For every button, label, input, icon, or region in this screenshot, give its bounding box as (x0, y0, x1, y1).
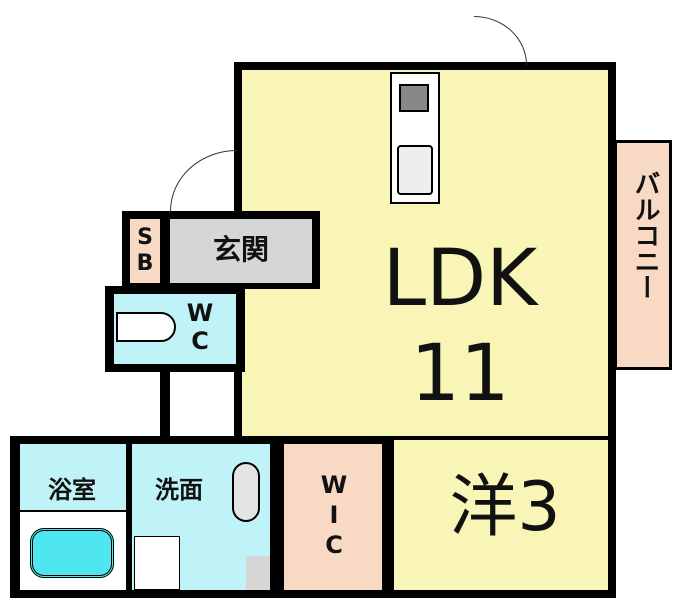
sink-icon (397, 145, 433, 195)
toilet-label: W C (186, 299, 214, 355)
hall-wall (160, 370, 170, 440)
entrance-label: 玄関 (212, 233, 269, 266)
shoe-box (130, 219, 160, 283)
closet-label: W I C (320, 471, 348, 559)
bath-label: 浴室 (48, 476, 96, 504)
washroom-label: 洗面 (155, 476, 203, 504)
ldk-label: LDK (382, 234, 538, 324)
western-room (394, 440, 608, 590)
entrance (170, 219, 312, 283)
toilet-icon (116, 312, 176, 342)
balcony-label: バルコニー (630, 170, 660, 300)
balcony (614, 140, 672, 370)
closet (284, 444, 382, 590)
shoe-box-label: S B (136, 225, 154, 277)
door-swing (474, 16, 527, 65)
wash-basin-icon (232, 462, 260, 522)
bath-room (20, 444, 126, 510)
ldk-size: 11 (410, 329, 510, 419)
western-room-label: 洋3 (449, 468, 561, 547)
door-swing (170, 150, 237, 211)
storage (246, 556, 270, 590)
bathtub-icon (30, 528, 114, 578)
washing-machine-icon (134, 536, 180, 590)
stove-icon (399, 84, 429, 112)
